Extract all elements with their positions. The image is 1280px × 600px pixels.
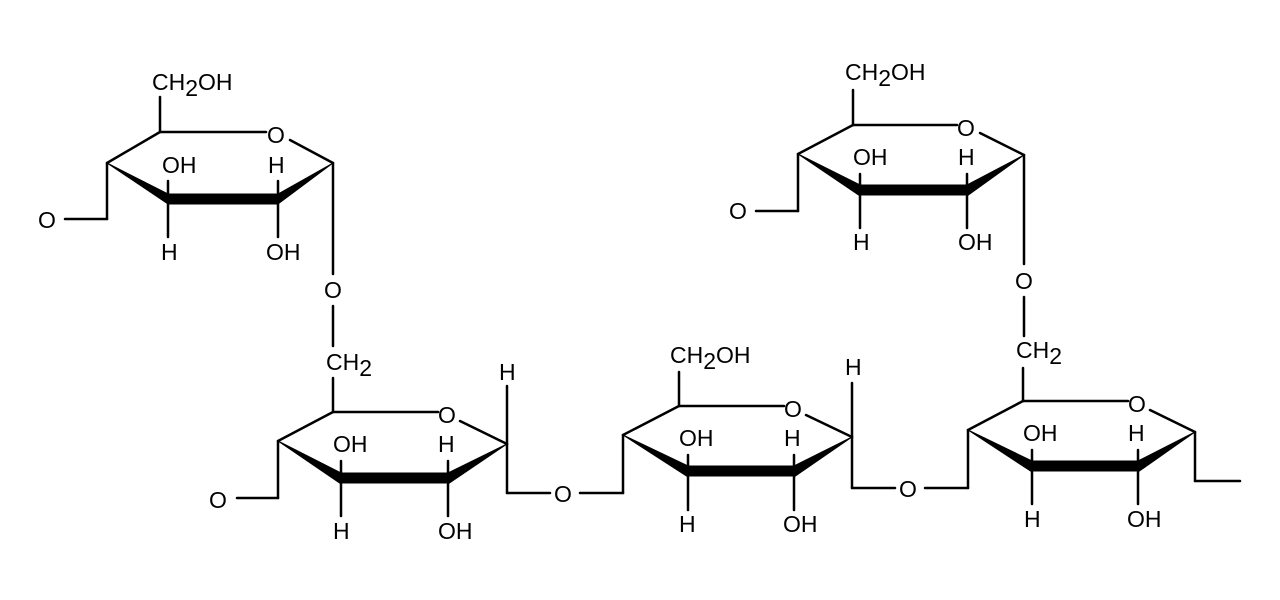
hydrogen-atom: H <box>161 239 178 265</box>
ring-oxygen: O <box>784 396 802 422</box>
hydrogen-atom: H <box>845 354 862 380</box>
hydrogen-atom: H <box>438 431 455 457</box>
hydrogen-atom: H <box>1024 506 1041 532</box>
hydroxyl-group: OH <box>1023 420 1058 446</box>
hydrogen-atom: H <box>499 359 516 385</box>
glucose-ring-4: CH2 O OH H H OH <box>966 337 1242 532</box>
ch2oh-group: CH2OH <box>152 69 233 101</box>
hydroxyl-group: OH <box>783 511 818 537</box>
glucose-ring-2: CH2 O O OH H H OH H <box>209 349 552 544</box>
hydroxyl-group: OH <box>853 144 888 170</box>
hydroxyl-group: OH <box>438 518 473 544</box>
glucose-ring-3: CH2OH O OH H H OH H <box>621 342 897 537</box>
glycosidic-oxygen: O <box>899 476 917 502</box>
hydroxyl-group: OH <box>958 229 993 255</box>
hydrogen-atom: H <box>853 229 870 255</box>
glucose-ring-5: CH2OH O O OH H H OH <box>729 59 1026 266</box>
ch2-group: CH2 <box>326 349 372 381</box>
hydrogen-atom: H <box>679 511 696 537</box>
hydrogen-atom: H <box>268 152 285 178</box>
ring-oxygen: O <box>1128 391 1146 417</box>
glycosidic-oxygen: O <box>324 277 342 303</box>
ch2-group: CH2 <box>1016 337 1062 369</box>
oxygen-link: O <box>209 487 227 513</box>
hydrogen-atom: H <box>958 144 975 170</box>
hydrogen-atom: H <box>333 518 350 544</box>
hydroxyl-group: OH <box>1127 506 1162 532</box>
hydroxyl-group: OH <box>162 152 197 178</box>
hydroxyl-group: OH <box>333 431 368 457</box>
hydroxyl-group: OH <box>266 239 301 265</box>
glycosidic-oxygen: O <box>554 481 572 507</box>
glycosidic-oxygen: O <box>1015 268 1033 294</box>
oxygen-link: O <box>38 207 56 233</box>
ring-oxygen: O <box>957 115 975 141</box>
ch2oh-group: CH2OH <box>845 59 926 91</box>
oxygen-link: O <box>729 198 747 224</box>
hydrogen-atom: H <box>1128 420 1145 446</box>
hydrogen-atom: H <box>784 425 801 451</box>
hydroxyl-group: OH <box>679 425 714 451</box>
ring-oxygen: O <box>438 402 456 428</box>
ch2oh-group: CH2OH <box>670 342 751 374</box>
ring-oxygen: O <box>267 122 285 148</box>
glucose-ring-1: CH2OH O O OH H H OH <box>38 69 335 276</box>
